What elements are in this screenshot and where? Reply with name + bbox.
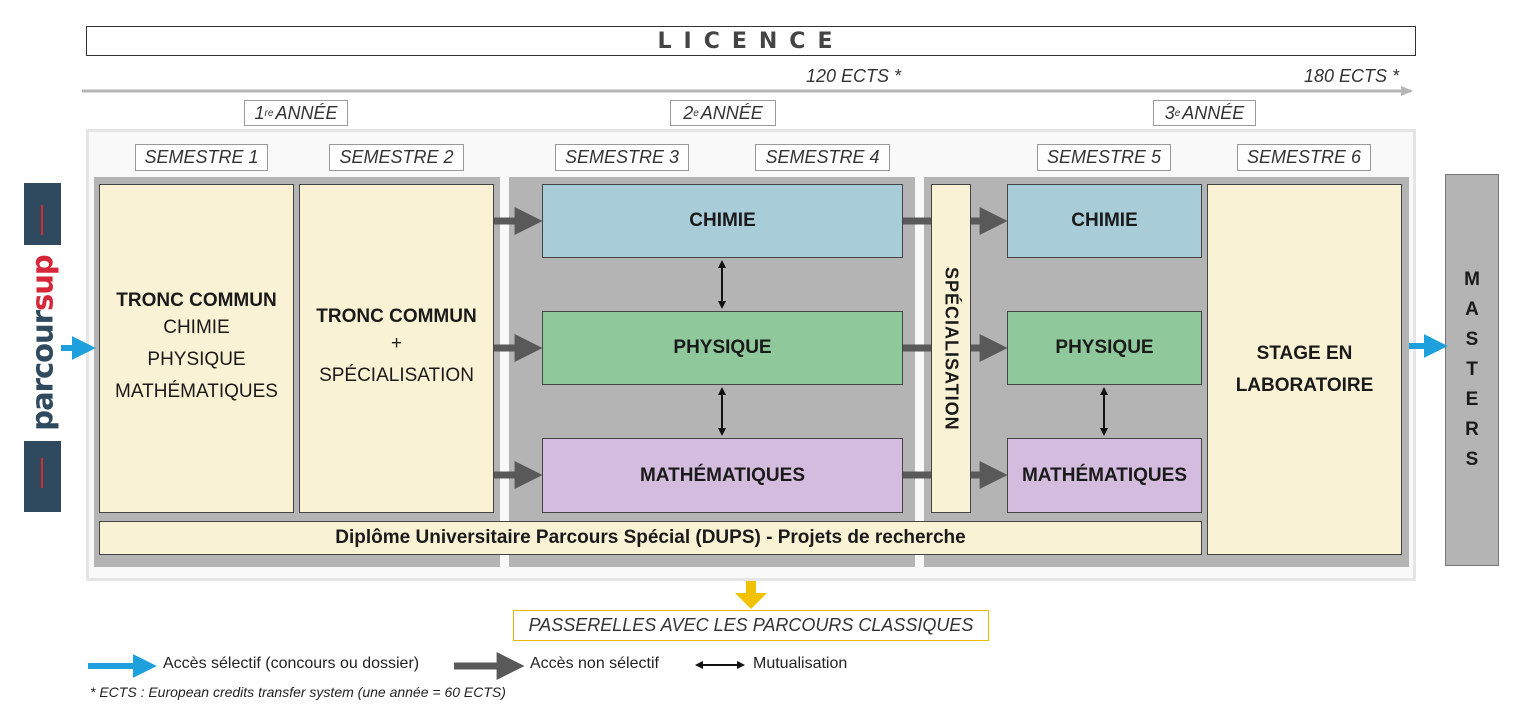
tronc-line-chimie: CHIMIE xyxy=(163,316,230,338)
semester-1-tag: SEMESTRE 1 xyxy=(135,144,268,171)
tronc-commun-title: TRONC COMMUN xyxy=(116,289,277,311)
legend-selective-label: Accès sélectif (concours ou dossier) xyxy=(163,655,420,672)
passerelles-arrow-head xyxy=(735,593,767,609)
ects-120-label: 120 ECTS * xyxy=(806,66,902,86)
semester-3-tag: SEMESTRE 3 xyxy=(555,144,689,171)
passerelles-arrow-stem xyxy=(746,581,756,594)
tronc-spec-title: TRONC COMMUN xyxy=(316,305,477,327)
semester-4-tag: SEMESTRE 4 xyxy=(755,144,890,171)
parcoursup-line-bottom xyxy=(41,458,43,488)
tronc-commun-box: TRONC COMMUN CHIMIE PHYSIQUE MATHÉMATIQU… xyxy=(99,184,294,513)
year-3-maths-box: MATHÉMATIQUES xyxy=(1007,438,1202,513)
tronc-specialisation-box: TRONC COMMUN + SPÉCIALISATION xyxy=(299,184,494,513)
legend-mutualisation-label: Mutualisation xyxy=(753,655,848,672)
specialisation-box: SPÉCIALISATION xyxy=(931,184,971,513)
stage-laboratoire-box: STAGE EN LABORATOIRE xyxy=(1207,184,1402,555)
tronc-spec-line: SPÉCIALISATION xyxy=(319,364,474,386)
tronc-line-maths: MATHÉMATIQUES xyxy=(115,380,278,402)
licence-title: LICENCE xyxy=(86,26,1416,56)
year-2-physique-box: PHYSIQUE xyxy=(542,311,903,385)
parcoursup-logo: parcoursup xyxy=(24,183,61,512)
legend-non-selective-label: Accès non sélectif xyxy=(530,655,659,672)
year-3-chimie-box: CHIMIE xyxy=(1007,184,1202,258)
ects-footnote: * ECTS : European credits transfer syste… xyxy=(90,684,506,700)
semester-5-tag: SEMESTRE 5 xyxy=(1037,144,1171,171)
stage-line-1: STAGE EN xyxy=(1256,342,1353,364)
stage-line-2: LABORATOIRE xyxy=(1235,374,1374,396)
semester-2-tag: SEMESTRE 2 xyxy=(329,144,464,171)
year-2-maths-box: MATHÉMATIQUES xyxy=(542,438,903,513)
tronc-line-physique: PHYSIQUE xyxy=(147,348,246,370)
parcoursup-line-top xyxy=(41,205,43,235)
semester-6-tag: SEMESTRE 6 xyxy=(1237,144,1371,171)
year-3-physique-box: PHYSIQUE xyxy=(1007,311,1202,385)
tronc-spec-plus: + xyxy=(390,332,403,354)
dups-bar: Diplôme Universitaire Parcours Spécial (… xyxy=(99,521,1202,555)
ects-180-label: 180 ECTS * xyxy=(1304,66,1400,86)
masters-box: M A S T E R S xyxy=(1445,174,1499,566)
passerelles-box: PASSERELLES AVEC LES PARCOURS CLASSIQUES xyxy=(513,610,989,641)
